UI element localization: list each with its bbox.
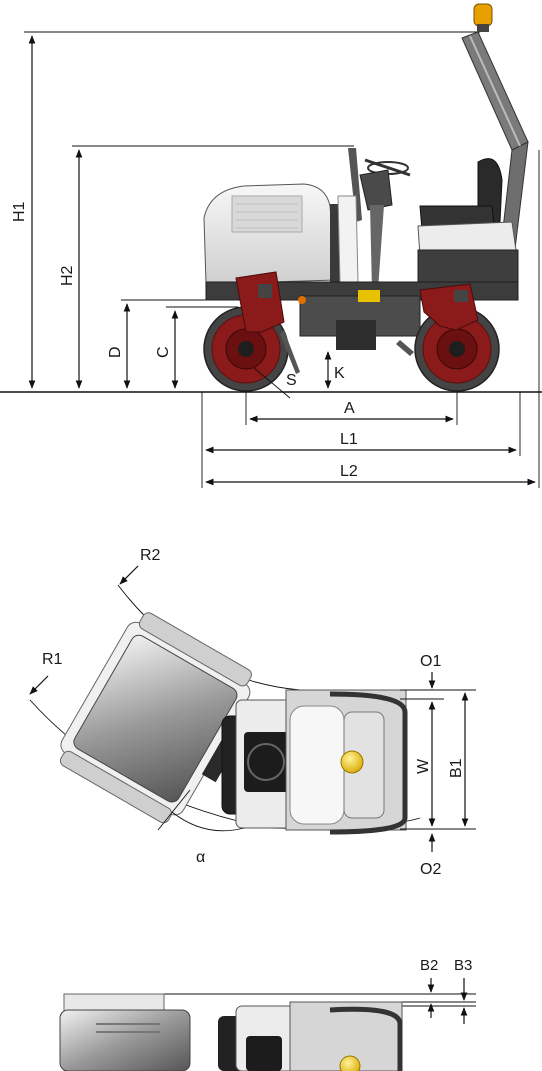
roller-top-illustration: [59, 612, 408, 835]
label-l2: L2: [340, 463, 358, 480]
side-view: H1 H2 D C S K A L1 L2: [0, 3, 542, 488]
label-r1: R1: [42, 651, 63, 668]
r1-arrow: [29, 675, 49, 695]
label-o1: O1: [420, 653, 441, 670]
bottom-view-offset: B2 B3: [59, 957, 476, 1071]
label-a: A: [344, 400, 355, 417]
label-d: D: [107, 346, 124, 358]
label-c: C: [155, 346, 172, 358]
alpha-leader-a: [157, 789, 191, 831]
label-w: W: [415, 758, 432, 774]
r2-arrow: [119, 565, 139, 585]
label-k: K: [334, 365, 345, 382]
label-h2: H2: [59, 265, 76, 286]
label-h1: H1: [11, 201, 28, 222]
label-l1: L1: [340, 431, 358, 448]
label-o2: O2: [420, 861, 441, 878]
roller-top-offset-illustration: [59, 993, 403, 1071]
top-view-turning: R2 R1 O1 W B1 O2 α: [29, 547, 476, 878]
label-s: S: [286, 372, 297, 389]
label-r2: R2: [140, 547, 161, 564]
alpha-arc: [171, 811, 245, 832]
label-b1: B1: [448, 758, 465, 778]
roller-side-illustration: [203, 3, 529, 392]
label-b3: B3: [454, 957, 472, 974]
label-b2: B2: [420, 957, 438, 974]
label-alpha: α: [196, 849, 205, 866]
s-leader-line: [253, 367, 291, 399]
